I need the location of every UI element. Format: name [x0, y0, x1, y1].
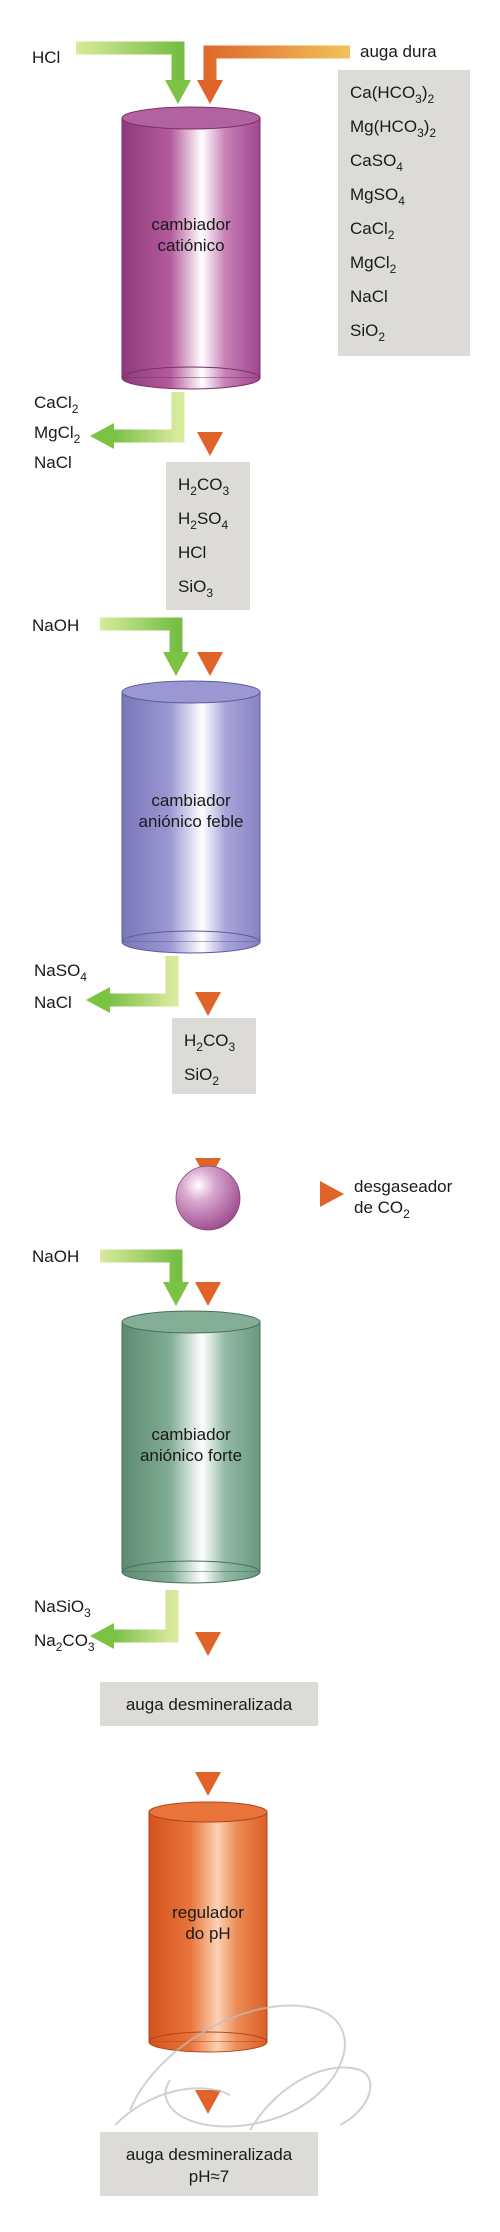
to-demineralized-head — [195, 1632, 221, 1656]
watermark-swirl — [114, 2004, 372, 2131]
naoh-1-arrow-line — [100, 617, 183, 654]
formula-hard-water-ions-3: MgSO4 — [350, 185, 405, 208]
formula-acids-3: SiO3 — [178, 577, 213, 600]
strong-anion-tank-label-1: cambiador — [151, 1425, 231, 1444]
weak-anion-tank-label-2: aniónico feble — [139, 812, 244, 831]
formula-hard-water-ions-5: MgCl2 — [350, 253, 397, 276]
formula-after-weak-1: SiO2 — [184, 1065, 219, 1088]
naoh-1-arrow-head — [163, 652, 189, 676]
degasser-sphere — [175, 1165, 241, 1231]
formula-waste-1-2: NaCl — [34, 453, 72, 472]
ph-regulator-tank — [148, 1801, 268, 2053]
formula-acids-0: H2CO3 — [178, 475, 229, 498]
formula-hard-water-ions-0: Ca(HCO3)2 — [350, 83, 435, 106]
to-weak-anion-head — [197, 652, 223, 676]
to-final-head — [195, 2090, 221, 2114]
hard-water-arrow-head — [197, 80, 223, 104]
naoh-2-label: NaOH — [32, 1247, 79, 1266]
acids-panel — [166, 462, 250, 610]
demineralized-panel — [100, 1682, 318, 1726]
cation-exchanger-tank — [121, 106, 261, 390]
hcl-label: HCl — [32, 48, 60, 67]
demineralized-label: auga desmineralizada — [126, 1695, 293, 1714]
formula-acids-2: HCl — [178, 543, 206, 562]
waste-1-arrow-line — [112, 392, 185, 443]
formula-waste-1-0: CaCl2 — [34, 393, 79, 416]
to-strong-anion-head — [195, 1282, 221, 1306]
weak-anion-exchanger-tank — [121, 680, 261, 954]
ph-tank-label-1: regulador — [172, 1903, 244, 1922]
strong-anion-tank-label-2: aniónico forte — [140, 1446, 242, 1465]
formula-hard-water-ions-7: SiO2 — [350, 321, 385, 344]
cation-tank-label-1: cambiador — [151, 215, 231, 234]
after-weak-head — [195, 992, 221, 1016]
naoh-2-arrow-head — [163, 1282, 189, 1306]
hard-water-arrow-line — [203, 45, 350, 82]
degasser-arrow-head — [320, 1181, 344, 1207]
hcl-arrow-line — [76, 41, 185, 82]
waste-3-arrow-line — [112, 1590, 179, 1643]
hard-water-ions-panel — [338, 70, 470, 356]
formula-waste-1-1: MgCl2 — [34, 423, 81, 446]
cation-tank-label-2: catiónico — [157, 236, 224, 255]
degasser-label-1: desgaseador — [354, 1177, 453, 1196]
formula-acids-1: H2SO4 — [178, 509, 229, 532]
waste-2-arrow-line — [108, 956, 179, 1007]
waste-1-arrow-head — [90, 423, 114, 449]
to-ph-head — [195, 1772, 221, 1796]
naoh-2-arrow-line — [100, 1249, 183, 1284]
ph-tank-label-2: do pH — [185, 1924, 230, 1943]
acid-flow-head — [197, 432, 223, 456]
waste-3-arrow-head — [90, 1623, 114, 1649]
waste-2-arrow-head — [86, 987, 110, 1013]
formula-hard-water-ions-2: CaSO4 — [350, 151, 403, 174]
formula-hard-water-ions-6: NaCl — [350, 287, 388, 306]
naoh-1-label: NaOH — [32, 616, 79, 635]
final-label-1: auga desmineralizada — [126, 2145, 293, 2164]
formula-waste-3-0: NaSiO3 — [34, 1597, 91, 1620]
final-panel — [100, 2132, 318, 2196]
hard-water-ions-list: Ca(HCO3)2Mg(HCO3)2CaSO4MgSO4CaCl2MgCl2Na… — [350, 83, 436, 344]
formula-hard-water-ions-4: CaCl2 — [350, 219, 395, 242]
hcl-arrow-head — [165, 80, 191, 104]
final-label-2: pH≈7 — [189, 2167, 230, 2186]
formula-hard-water-ions-1: Mg(HCO3)2 — [350, 117, 436, 140]
formula-waste-2-1: NaCl — [34, 993, 72, 1012]
after-weak-panel — [172, 1018, 256, 1094]
strong-anion-exchanger-tank — [121, 1310, 261, 1584]
degasser-label-2: de CO2 — [354, 1198, 410, 1221]
formula-after-weak-0: H2CO3 — [184, 1031, 235, 1054]
formula-waste-2-0: NaSO4 — [34, 961, 87, 984]
hard-water-label: auga dura — [360, 42, 437, 61]
weak-anion-tank-label-1: cambiador — [151, 791, 231, 810]
formula-waste-3-1: Na2CO3 — [34, 1631, 95, 1654]
